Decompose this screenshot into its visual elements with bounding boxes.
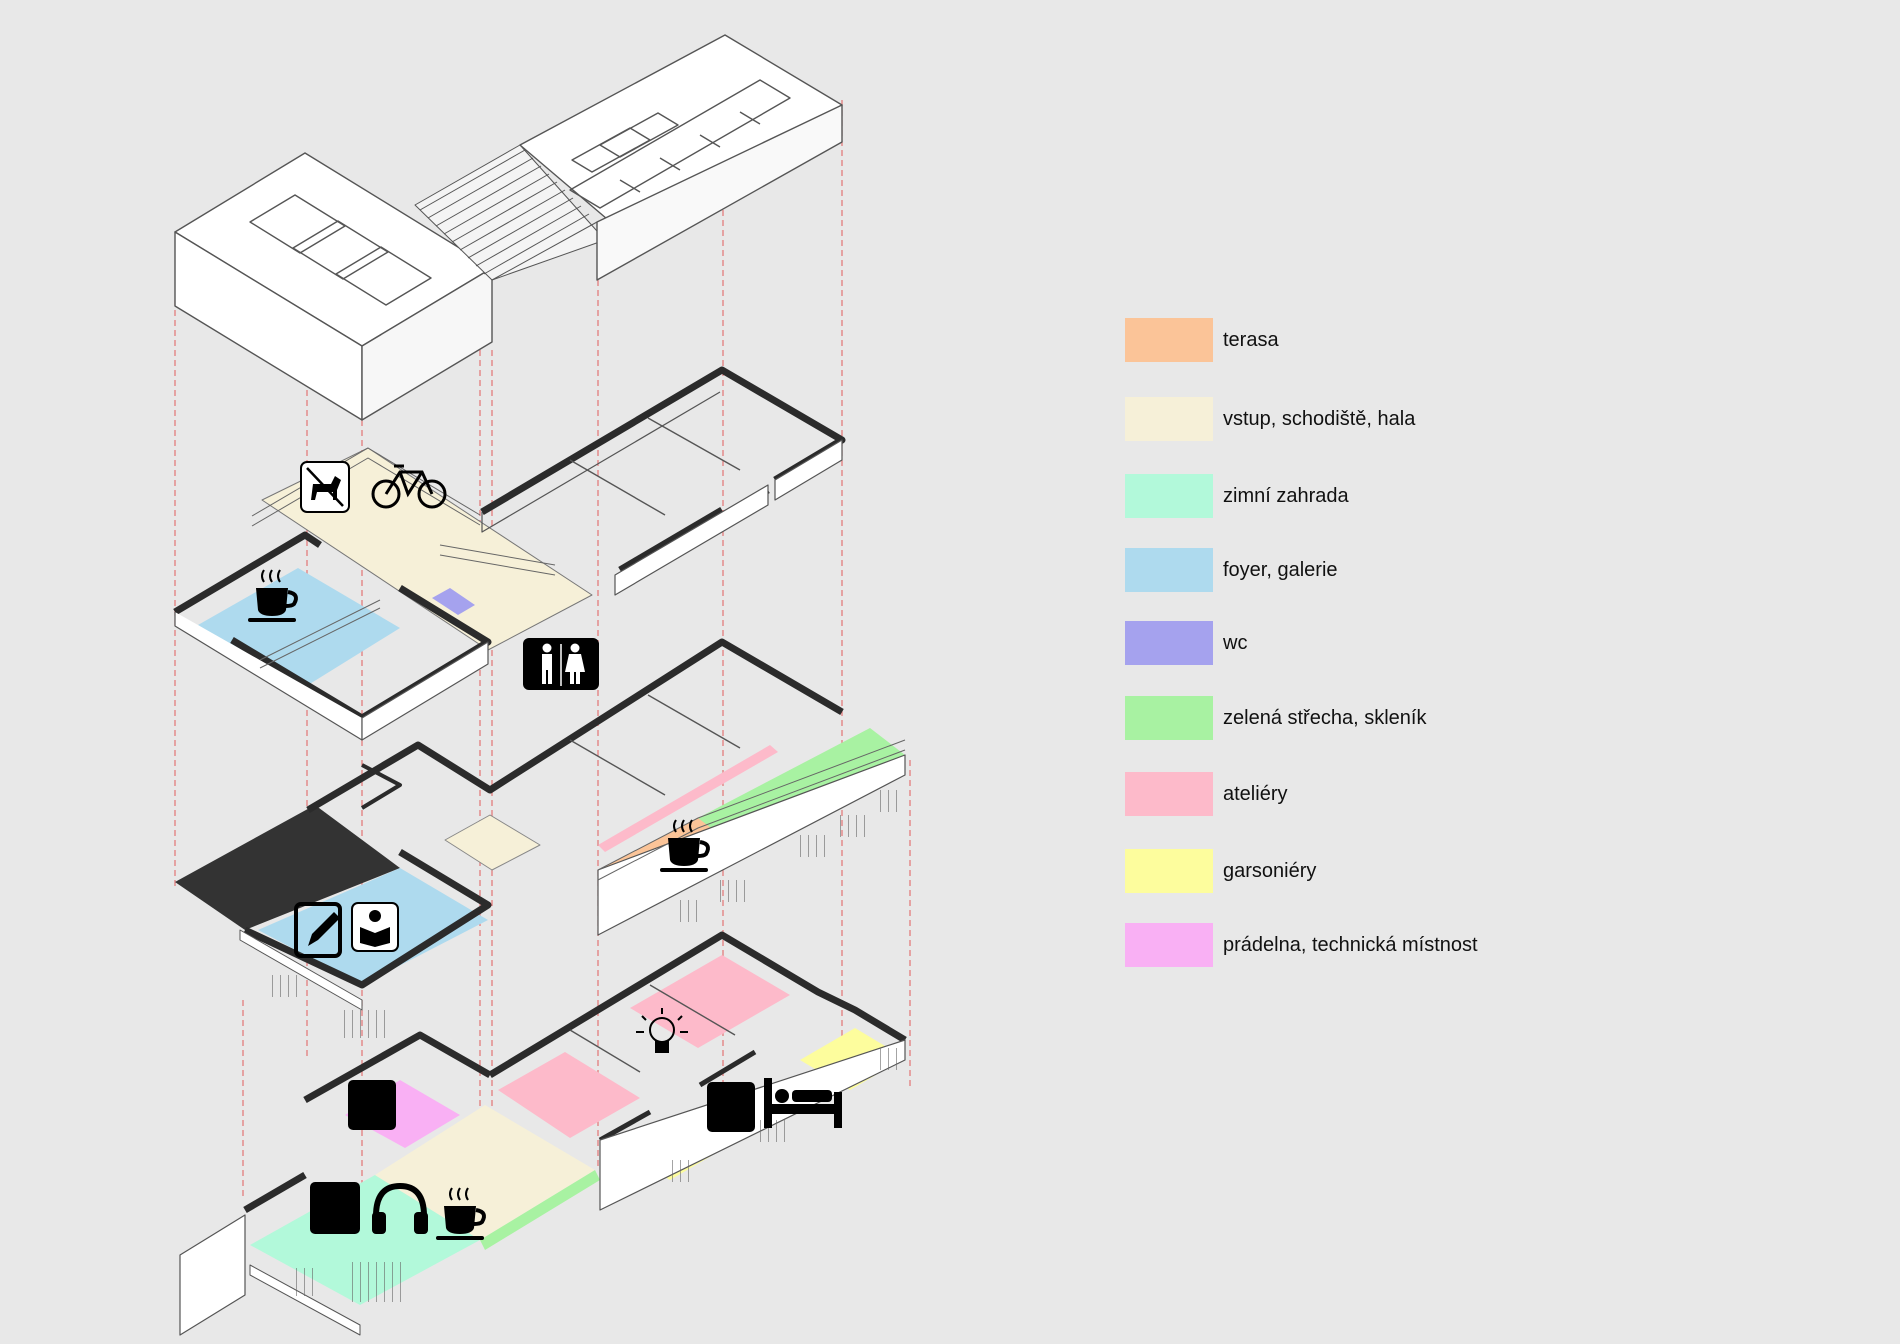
legend-item-zelena-strecha: zelená střecha, skleník: [1125, 696, 1426, 740]
legend-swatch: [1125, 621, 1213, 665]
legend-label: prádelna, technická místnost: [1223, 933, 1478, 956]
axonometric-diagram: [173, 34, 911, 1336]
restroom-icon: [523, 638, 599, 690]
legend-item-pradelna: prádelna, technická místnost: [1125, 923, 1478, 967]
legend-item-foyer: foyer, galerie: [1125, 548, 1338, 592]
dark-roof-slab: [175, 805, 400, 930]
legend-label: garsoniéry: [1223, 859, 1317, 882]
lightbulb-icon: [636, 1008, 688, 1053]
coffee-icon: [660, 819, 710, 872]
legend-item-ateliery: ateliéry: [1125, 772, 1287, 816]
pergola: [414, 144, 606, 281]
bicycle-icon: [371, 464, 447, 509]
legend-label: terasa: [1223, 328, 1279, 351]
foyer-floor: [198, 568, 400, 690]
entry-level: [173, 366, 846, 741]
legend-swatch: [1125, 474, 1213, 518]
studio-strip: [598, 745, 778, 852]
stair-landing: [444, 814, 541, 871]
entry-hall-lower: [375, 1105, 595, 1240]
roof-block-left-side: [361, 267, 493, 421]
black-square-icon: [310, 1080, 755, 1234]
bed-icon: [764, 1078, 842, 1128]
studio-room-right: [630, 955, 790, 1048]
legend-label: foyer, galerie: [1223, 558, 1338, 581]
legend-swatch: [1125, 772, 1213, 816]
entry-walls: [173, 531, 322, 616]
headphones-icon: [372, 1182, 428, 1234]
legend-label: zimní zahrada: [1223, 484, 1349, 507]
legend-swatch: [1125, 696, 1213, 740]
roof-block-right-front: [596, 104, 843, 281]
legend-label: ateliéry: [1223, 782, 1288, 805]
coffee-icon: [436, 1187, 486, 1240]
pencil-icon: [294, 902, 342, 958]
legend-swatch: [1125, 318, 1213, 362]
coffee-icon: [248, 569, 298, 622]
legend-label: vstup, schodiště, hala: [1223, 407, 1416, 430]
legend-item-wc: wc: [1125, 621, 1247, 665]
studio-room-left: [498, 1052, 640, 1138]
roof-level: [174, 34, 843, 421]
wc-floor: [432, 588, 475, 615]
no-dogs-icon: [300, 461, 350, 513]
legend-item-garsoniery: garsoniéry: [1125, 849, 1316, 893]
green-strip-lower: [480, 1170, 600, 1250]
legend-item-vstup: vstup, schodiště, hala: [1125, 397, 1415, 441]
legend-swatch: [1125, 548, 1213, 592]
legend-swatch: [1125, 397, 1213, 441]
legend-label: zelená střecha, skleník: [1223, 706, 1427, 729]
legend-item-terasa: terasa: [1125, 318, 1279, 362]
legend-item-zimni-zahrada: zimní zahrada: [1125, 474, 1349, 518]
legend-swatch: [1125, 923, 1213, 967]
reading-icon: [351, 902, 399, 952]
legend-label: wc: [1223, 631, 1248, 654]
legend-swatch: [1125, 849, 1213, 893]
